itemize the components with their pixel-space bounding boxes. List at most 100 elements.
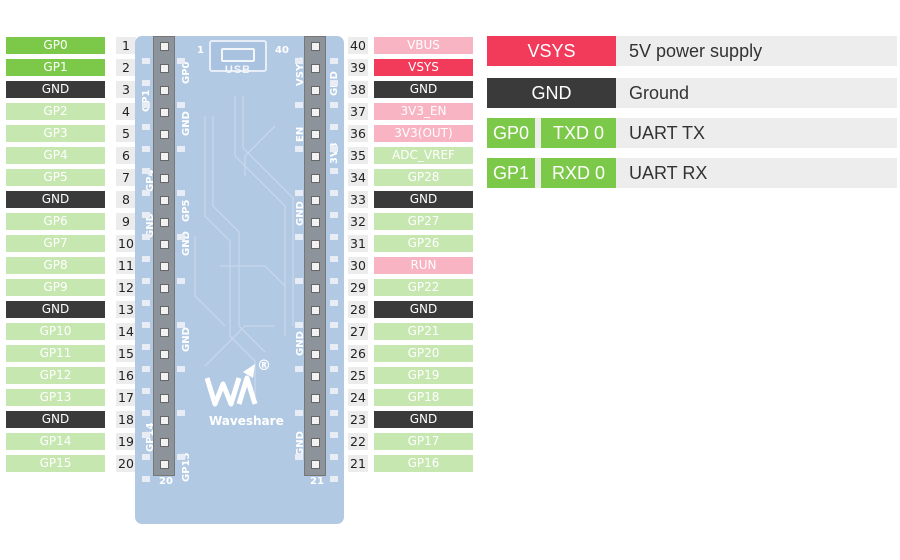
- pin-number: 8: [116, 191, 136, 208]
- board-pad: [295, 278, 303, 284]
- board-pad: [142, 212, 150, 218]
- pin-number: 17: [116, 389, 136, 406]
- board-pad: [177, 234, 185, 240]
- board-pad: [330, 454, 338, 460]
- silk-label: GND: [181, 111, 192, 136]
- board-pad: [142, 476, 150, 482]
- board-pad: [295, 234, 303, 240]
- board-pad: [142, 58, 150, 64]
- pin-label: GP20: [374, 345, 473, 362]
- header-pin: [311, 64, 320, 73]
- pin-label: GND: [6, 81, 105, 98]
- silk-label: GND: [295, 201, 306, 226]
- header-pin: [311, 460, 320, 469]
- pin-label: 3V3(OUT): [374, 125, 473, 142]
- board-pad: [330, 146, 338, 152]
- legend-tag: TXD 0: [541, 118, 616, 148]
- board-pad: [142, 344, 150, 350]
- board-pad: [142, 410, 150, 416]
- pin-number: 1: [116, 37, 136, 54]
- board-pad: [330, 366, 338, 372]
- board-pad: [330, 58, 338, 64]
- pin-number: 27: [348, 323, 368, 340]
- board-pad: [142, 300, 150, 306]
- pin-number: 7: [116, 169, 136, 186]
- board-pad: [177, 58, 185, 64]
- pin-label: GND: [6, 301, 105, 318]
- board-pad: [177, 322, 185, 328]
- pin-label: GP5: [6, 169, 105, 186]
- legend-description: UART TX: [629, 123, 706, 143]
- pin-label: GND: [374, 411, 473, 428]
- header-pin: [160, 196, 169, 205]
- pin-label: GP14: [6, 433, 105, 450]
- pin-number: 32: [348, 213, 368, 230]
- pin-label: 3V3_EN: [374, 103, 473, 120]
- header-pin: [311, 196, 320, 205]
- header-pin: [160, 284, 169, 293]
- board-pad: [295, 58, 303, 64]
- registered-mark: ®: [257, 358, 271, 374]
- right-pin-row: GP20 26: [348, 345, 478, 362]
- board-pad: [142, 454, 150, 460]
- header-pin: [311, 108, 320, 117]
- board-pad: [295, 410, 303, 416]
- pin-number: 36: [348, 125, 368, 142]
- legend-tag: RXD 0: [541, 158, 616, 188]
- board-pad: [330, 278, 338, 284]
- corner-pin-20: 20: [159, 476, 173, 487]
- pin-label: GP19: [374, 367, 473, 384]
- pin-label: GP10: [6, 323, 105, 340]
- board-pad: [142, 102, 150, 108]
- legend-description: 5V power supply: [629, 41, 763, 61]
- board-pad: [330, 388, 338, 394]
- board-pad: [330, 124, 338, 130]
- pin-label: VSYS: [374, 59, 473, 76]
- pin-label: GP21: [374, 323, 473, 340]
- pin-number: 12: [116, 279, 136, 296]
- board-pad: [142, 322, 150, 328]
- board-pad: [330, 102, 338, 108]
- usb-connector: USB: [209, 40, 267, 76]
- header-pin: [311, 240, 320, 249]
- legend-tag: GP0: [487, 118, 535, 148]
- header-pin: [160, 416, 169, 425]
- board-pad: [330, 256, 338, 262]
- pin-label: GP18: [374, 389, 473, 406]
- pin-label: GP9: [6, 279, 105, 296]
- header-pin: [160, 218, 169, 227]
- pin-label: GP26: [374, 235, 473, 252]
- legend-description: UART RX: [629, 163, 708, 183]
- pin-label: GP6: [6, 213, 105, 230]
- header-pin: [160, 394, 169, 403]
- pin-label: VBUS: [374, 37, 473, 54]
- pin-label: GP17: [374, 433, 473, 450]
- board-pad: [142, 366, 150, 372]
- pin-number: 26: [348, 345, 368, 362]
- pcb-traces: [194, 96, 294, 396]
- board-pad: [177, 454, 185, 460]
- board-pad: [177, 190, 185, 196]
- pin-number: 33: [348, 191, 368, 208]
- header-pin: [311, 42, 320, 51]
- pin-label: GP22: [374, 279, 473, 296]
- pin-label: GP13: [6, 389, 105, 406]
- pin-label: GP3: [6, 125, 105, 142]
- pin-label: GP16: [374, 455, 473, 472]
- header-pin: [311, 438, 320, 447]
